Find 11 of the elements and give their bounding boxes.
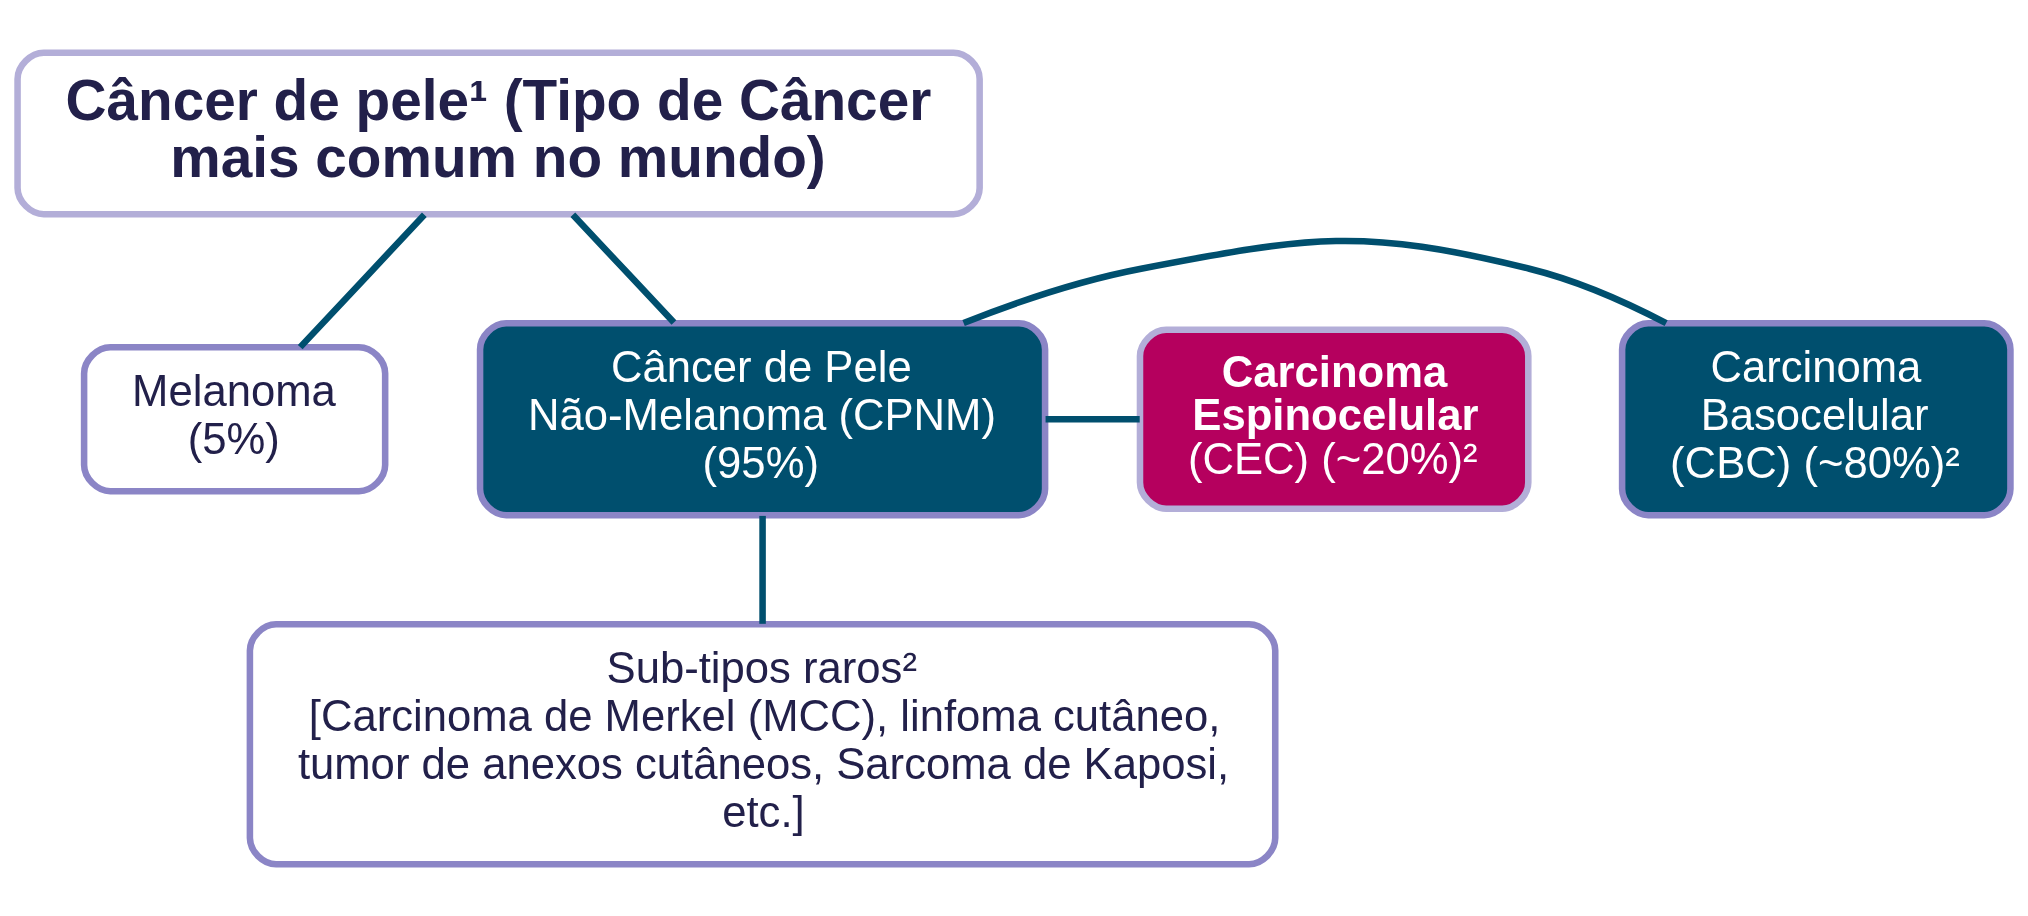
node-box: Câncer de Pele Não-Melanoma (CPNM) (95%) [476, 319, 1049, 518]
node-box: Câncer de pele¹ (Tipo de Câncer mais comum no mundo) [14, 48, 983, 217]
node-box: Carcinoma Espinocelular (CEC) (~20%)² [1136, 326, 1532, 512]
connector [759, 515, 766, 624]
connector [962, 237, 1668, 326]
connector [297, 212, 427, 349]
connector [570, 212, 677, 325]
node-box: Carcinoma Basocelular (CBC) (~80%)² [1618, 319, 2014, 518]
node-box: Sub-tipos raros² [Carcinoma de Merkel (MCC), linfoma cutâneo, tumor de anexos cutâneos, Sarcoma de Kaposi, etc.] [246, 620, 1279, 868]
node-box: Melanoma (5%) [80, 343, 389, 494]
connector [1045, 415, 1140, 422]
